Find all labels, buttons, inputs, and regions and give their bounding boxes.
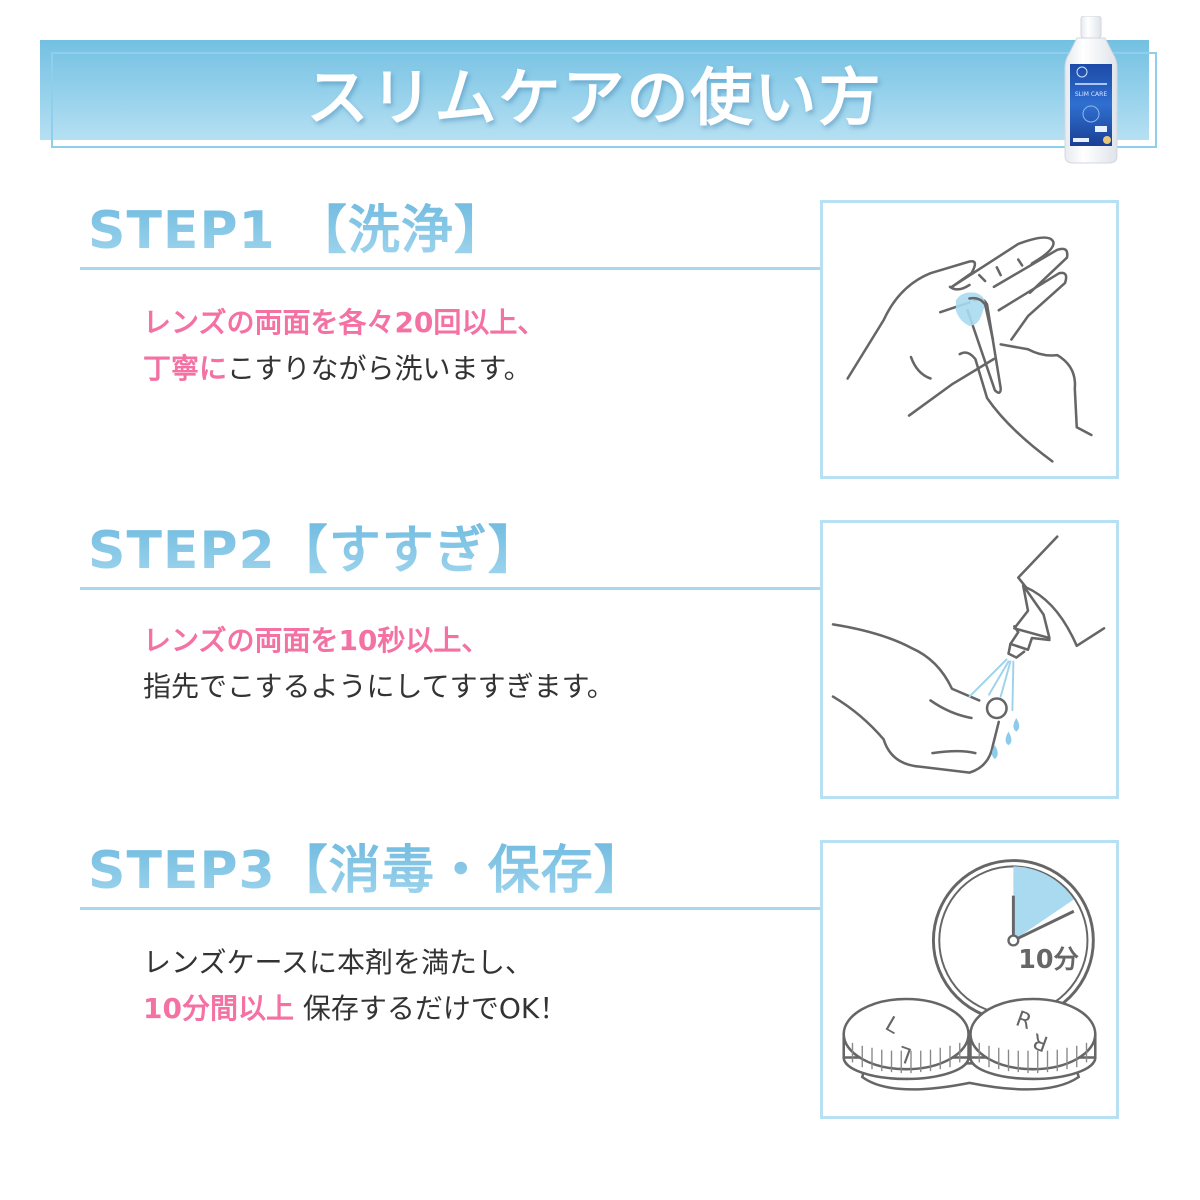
hands-rubbing-lens-icon [846, 236, 1093, 463]
step2-line1-highlight: レンズの両面を10秒以上、 [143, 624, 490, 657]
step3-illustration-timer-case: 10分 L L R R [820, 840, 1119, 1119]
step2-description: レンズの両面を10秒以上、 指先でこするようにしてすすぎます。 [143, 618, 615, 710]
timer-icon: 10分 [931, 859, 1095, 1022]
step1-description: レンズの両面を各々20回以上、 丁寧にこすりながら洗います。 [143, 300, 545, 392]
timer-and-lens-case-icon: 10分 L L R R [842, 859, 1097, 1091]
step2-line2-text: 指先でこするようにしてすすぎます。 [143, 670, 615, 703]
step3-line2-text: 保存するだけでOK！ [302, 992, 568, 1025]
product-bottle-image: SLIM CARE [1055, 15, 1127, 164]
step2-title: STEP2【すすぎ】 [88, 516, 541, 586]
bottle-icon: SLIM CARE [1064, 15, 1118, 164]
step1-line2-text: こすりながら洗います。 [227, 352, 532, 385]
step3-title: STEP3【消毒・保存】 [88, 836, 647, 906]
bottle-rinsing-lens-icon [831, 535, 1106, 774]
step3-line1-text: レンズケースに本剤を満たし、 [143, 946, 534, 979]
title-banner [40, 40, 1149, 140]
step3-description: レンズケースに本剤を満たし、 10分間以上 保存するだけでOK！ [143, 940, 567, 1032]
svg-text:SLIM CARE: SLIM CARE [1075, 91, 1107, 98]
step1-line2-highlight: 丁寧に [143, 352, 228, 385]
step1-illustration-hands [820, 200, 1119, 479]
step3-line2-highlight: 10分間以上 [143, 992, 294, 1025]
svg-text:10分: 10分 [1018, 944, 1079, 974]
step1-divider [80, 267, 821, 270]
page-title: スリムケアの使い方 [306, 61, 883, 134]
step1-line1-highlight: レンズの両面を各々20回以上、 [143, 306, 546, 339]
step2-divider [80, 587, 821, 590]
lens-case-icon [842, 997, 1097, 1091]
title-banner-outline [51, 52, 1157, 148]
step2-illustration-rinse [820, 520, 1119, 799]
step3-divider [80, 907, 821, 910]
step1-title: STEP1 【洗浄】 [88, 196, 507, 266]
